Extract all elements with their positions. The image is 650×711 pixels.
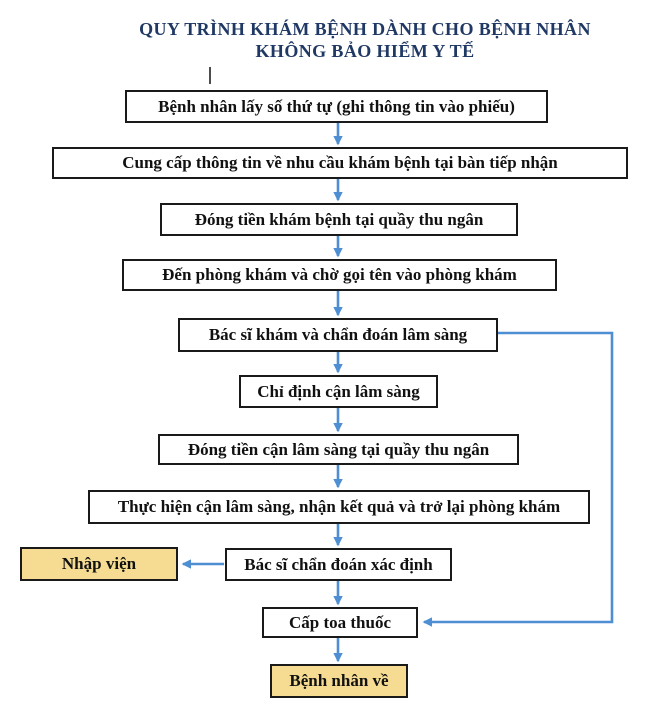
node-pay-test-fee: Đóng tiền cận lâm sàng tại quầy thu ngân [158, 434, 519, 465]
node-take-number: Bệnh nhân lấy số thứ tự (ghi thông tin v… [125, 90, 548, 123]
node-hospital-admission: Nhập viện [20, 547, 178, 581]
node-wait-at-clinic: Đến phòng khám và chờ gọi tên vào phòng … [122, 259, 557, 291]
page-title-line-1: QUY TRÌNH KHÁM BỆNH DÀNH CHO BỆNH NHÂN [139, 19, 591, 39]
node-pay-exam-fee: Đóng tiền khám bệnh tại quầy thu ngân [160, 203, 518, 236]
arrow-clinical-exam-bypass-to-prescription [422, 331, 614, 627]
node-confirm-diagnosis: Bác sĩ chẩn đoán xác định [225, 548, 452, 581]
node-clinical-exam: Bác sĩ khám và chẩn đoán lâm sàng [178, 318, 498, 352]
node-issue-prescription: Cấp toa thuốc [262, 607, 418, 638]
node-patient-goes-home: Bệnh nhân về [270, 664, 408, 698]
node-provide-info: Cung cấp thông tin về nhu cầu khám bệnh … [52, 147, 628, 179]
page-title: QUY TRÌNH KHÁM BỆNH DÀNH CHO BỆNH NHÂN K… [85, 18, 645, 62]
node-order-paraclinical: Chỉ định cận lâm sàng [239, 375, 438, 408]
page-title-line-2: KHÔNG BẢO HIỂM Y TẾ [255, 41, 475, 61]
stray-mark [209, 67, 211, 84]
node-do-tests-return: Thực hiện cận lâm sàng, nhận kết quả và … [88, 490, 590, 524]
